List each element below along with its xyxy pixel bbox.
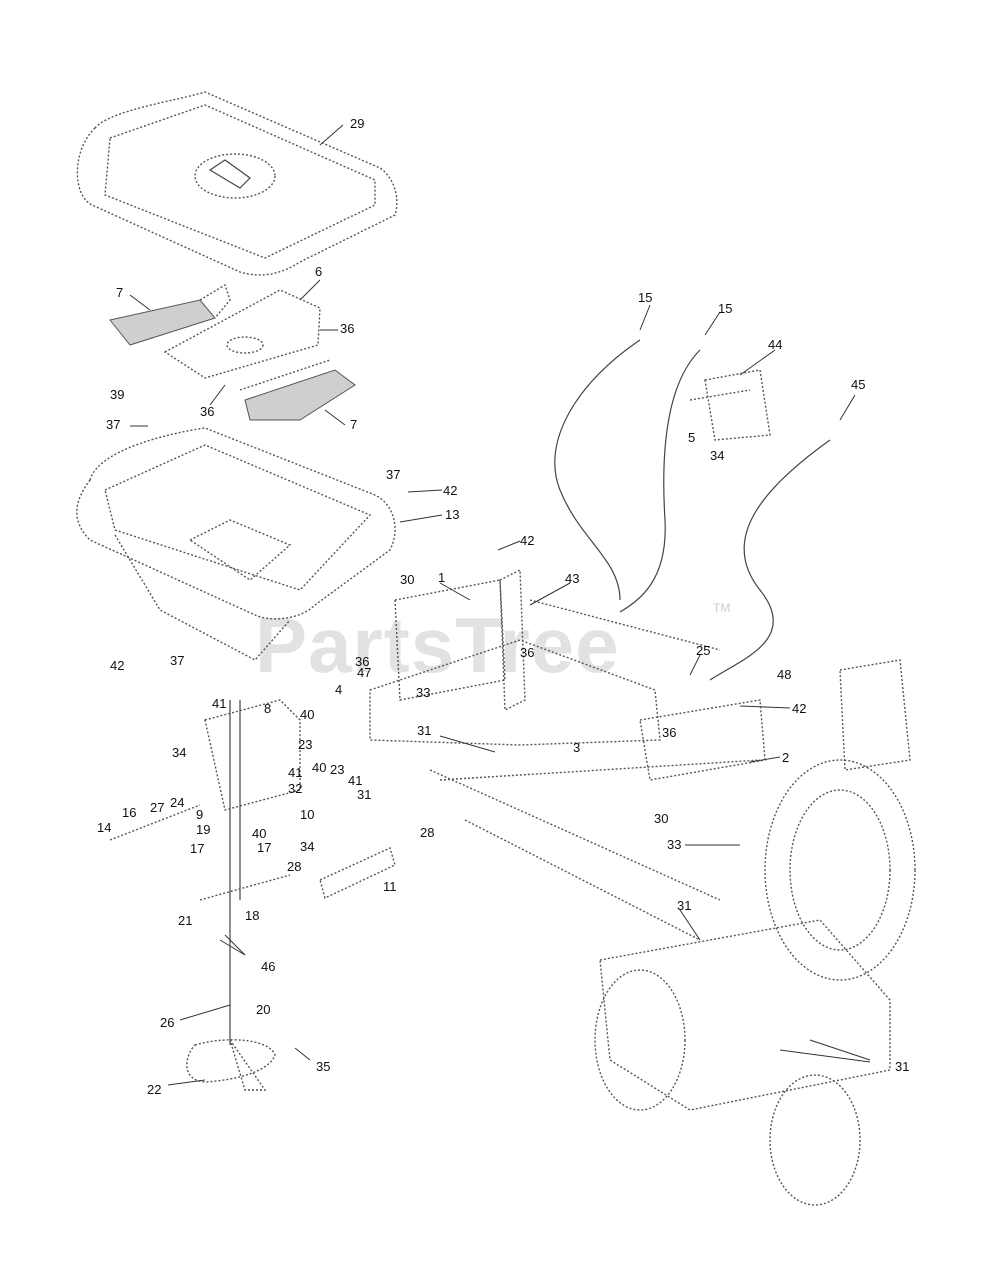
callout-label: 21: [178, 913, 192, 928]
deflector-left: [109, 283, 231, 346]
callout-label: 42: [520, 533, 534, 548]
callout-label: 15: [718, 301, 732, 316]
callout-label: 36: [355, 654, 369, 669]
callout-label: 9: [196, 807, 203, 822]
callout-label: 27: [150, 800, 164, 815]
callout-label: 10: [300, 807, 314, 822]
callout-label: 22: [147, 1082, 161, 1097]
drive-shaft: [109, 699, 301, 1045]
callout-label: 34: [300, 839, 314, 854]
callout-label: 15: [638, 290, 652, 305]
callout-label: 33: [667, 837, 681, 852]
hopper: [76, 427, 396, 661]
callout-label: 2: [782, 750, 789, 765]
callout-label: 25: [696, 643, 710, 658]
callout-label: 26: [160, 1015, 174, 1030]
spinner: [186, 1039, 276, 1091]
callout-label: 23: [330, 762, 344, 777]
callout-label: 31: [357, 787, 371, 802]
callout-label: 7: [116, 285, 123, 300]
callout-label: 35: [316, 1059, 330, 1074]
callout-label: 44: [768, 337, 782, 352]
callout-label: 37: [170, 653, 184, 668]
watermark-trademark: TM: [713, 601, 730, 615]
callout-label: 36: [662, 725, 676, 740]
callout-label: 31: [895, 1059, 909, 1074]
hopper-lid: [76, 91, 398, 276]
callout-label: 36: [520, 645, 534, 660]
callout-label: 48: [777, 667, 791, 682]
callout-label: 37: [106, 417, 120, 432]
callout-label: 40: [300, 707, 314, 722]
callout-label: 37: [386, 467, 400, 482]
callout-label: 16: [122, 805, 136, 820]
deflector-right: [239, 359, 356, 421]
callout-labels: 29 7 6 36 36 7 39 37 37 42 13 15 15 44 4…: [97, 116, 909, 1097]
callout-label: 43: [565, 571, 579, 586]
tractor: [594, 659, 916, 1206]
callout-label: 34: [710, 448, 724, 463]
callout-label: 41: [212, 696, 226, 711]
callout-label: 4: [335, 682, 342, 697]
callout-label: 32: [288, 781, 302, 796]
callout-label: 33: [416, 685, 430, 700]
callout-label: 46: [261, 959, 275, 974]
callout-label: 40: [252, 826, 266, 841]
callout-label: 34: [172, 745, 186, 760]
callout-label: 42: [443, 483, 457, 498]
agitator-plate: [163, 289, 321, 379]
callout-label: 8: [264, 701, 271, 716]
callout-label: 13: [445, 507, 459, 522]
callout-label: 11: [383, 879, 397, 894]
callout-label: 41: [288, 765, 302, 780]
callout-label: 47: [357, 665, 371, 680]
callout-label: 28: [287, 859, 301, 874]
callout-label: 42: [792, 701, 806, 716]
callout-label: 17: [257, 840, 271, 855]
callout-label: 3: [573, 740, 580, 755]
callout-label: 14: [97, 820, 111, 835]
callout-label: 29: [350, 116, 364, 131]
callout-label: 30: [654, 811, 668, 826]
callout-label: 42: [110, 658, 124, 673]
watermark-text: PartsTree: [255, 601, 620, 689]
control-cables: [554, 339, 831, 681]
callout-label: 7: [350, 417, 357, 432]
callout-label: 28: [420, 825, 434, 840]
callout-label: 36: [200, 404, 214, 419]
callout-label: 5: [688, 430, 695, 445]
callout-label: 31: [417, 723, 431, 738]
callout-label: 36: [340, 321, 354, 336]
control-bracket: [689, 369, 771, 441]
callout-label: 18: [245, 908, 259, 923]
callout-label: 23: [298, 737, 312, 752]
callout-label: 31: [677, 898, 691, 913]
callout-label: 1: [438, 570, 445, 585]
callout-label: 6: [315, 264, 322, 279]
callout-label: 17: [190, 841, 204, 856]
leader-lines: [129, 124, 871, 1086]
callout-label: 40: [312, 760, 326, 775]
callout-label: 30: [400, 572, 414, 587]
callout-label: 24: [170, 795, 184, 810]
callout-label: 39: [110, 387, 124, 402]
callout-label: 20: [256, 1002, 270, 1017]
callout-label: 45: [851, 377, 865, 392]
callout-label: 41: [348, 773, 362, 788]
callout-label: 19: [196, 822, 210, 837]
